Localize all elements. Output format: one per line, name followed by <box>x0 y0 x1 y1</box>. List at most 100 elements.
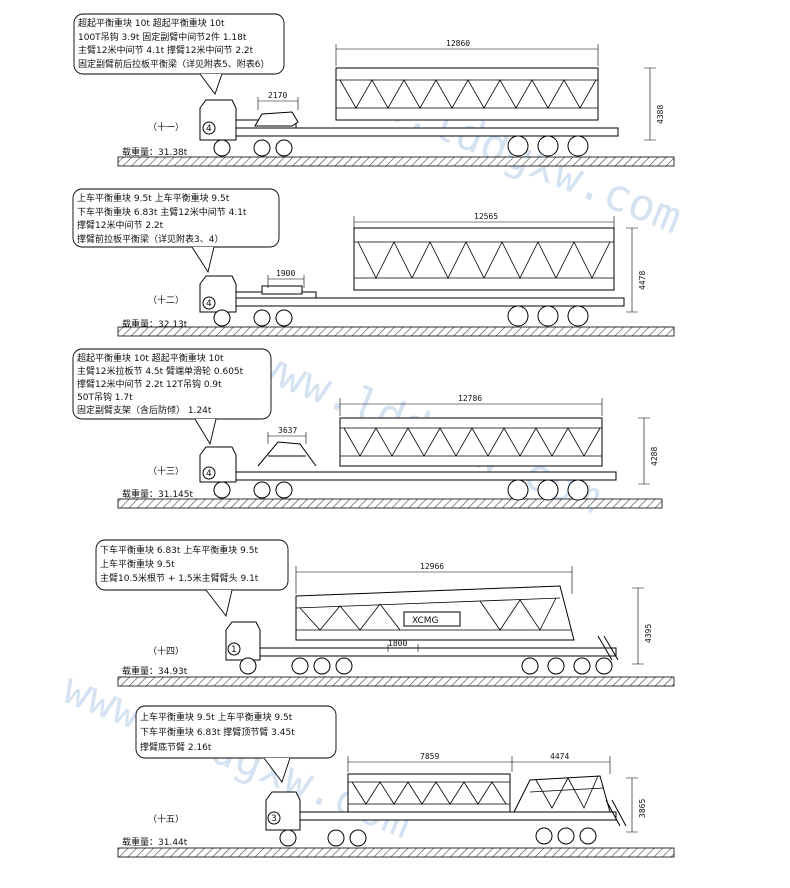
trailer-deck <box>235 471 617 481</box>
cab-number: 4 <box>206 124 212 134</box>
note-pointer <box>263 757 291 783</box>
dimension-height: 4478 <box>638 271 647 290</box>
load-weight: 载重量：31.145t <box>122 488 193 500</box>
dimension-lines <box>347 756 638 833</box>
panel-label: （十三） <box>148 465 184 477</box>
note-line: 下车平衡重块 6.83t 上车平衡重块 9.5t <box>100 544 258 556</box>
ground-strip <box>117 498 663 509</box>
note-pointer <box>191 246 215 274</box>
panel-14: 下车平衡重块 6.83t 上车平衡重块 9.5t 上车平衡重块 9.5t 主臂1… <box>95 539 675 687</box>
dimension-length: 7859 <box>420 752 439 761</box>
note-box <box>72 348 272 420</box>
load-weight: 载重量：34.93t <box>122 665 188 677</box>
note-line: 超起平衡重块 10t 超起平衡重块 10t <box>77 352 224 364</box>
dimension-length: 12860 <box>446 39 470 48</box>
wheels <box>279 827 597 847</box>
ground-strip <box>117 156 675 167</box>
dimension-length: 12786 <box>458 394 482 403</box>
note-box <box>95 539 289 591</box>
note-line: 撑臂12米中间节 2.2t <box>77 219 164 231</box>
dimension-lines <box>257 44 656 141</box>
lattice-boom <box>353 227 615 291</box>
panel-label: （十一） <box>148 121 184 133</box>
cargo-block <box>261 285 303 295</box>
ground-strip <box>117 847 675 858</box>
panel-12: 上车平衡重块 9.5t 上车平衡重块 9.5t 下车平衡重块 6.83t 主臂1… <box>72 188 675 337</box>
trailer-deck <box>235 127 619 137</box>
dimension-height: 4395 <box>644 624 653 643</box>
panel-11: 超起平衡重块 10t 超起平衡重块 10t 100T吊钩 3.9t 固定副臂中间… <box>73 13 675 167</box>
trailer-deck <box>299 811 617 821</box>
panel-13: 超起平衡重块 10t 超起平衡重块 10t 主臂12米拉板节 4.5t 臂端单滑… <box>72 348 663 509</box>
cab-number: 4 <box>206 299 212 309</box>
truck-cab <box>199 99 237 141</box>
cab-number-badge <box>202 121 216 135</box>
note-line: 撑臂前拉板平衡梁（详见附表3、4） <box>77 233 223 245</box>
cab-number-badge <box>227 642 241 656</box>
load-weight: 载重量：31.44t <box>122 836 188 848</box>
note-line: 主臂10.5米根节 + 1.5米主臂臂头 9.1t <box>100 572 259 584</box>
boom-lattice <box>354 241 614 279</box>
trailer-deck <box>259 647 617 657</box>
note-line: 固定副臂前后拉板平衡梁（详见附表5、附表6） <box>78 58 269 70</box>
note-pointer <box>194 418 217 446</box>
note-line: 上车平衡重块 9.5t 上车平衡重块 9.5t <box>140 711 293 723</box>
note-line: 撑臂底节臂 2.16t <box>140 741 212 753</box>
cab-number: 4 <box>206 469 212 479</box>
cab-number-badge <box>202 466 216 480</box>
dimension-height: 3865 <box>638 799 647 818</box>
note-line: 下车平衡重块 6.83t 撑臂顶节臂 3.45t <box>140 726 295 738</box>
dimension-small: 3637 <box>278 426 297 435</box>
cab-number: 3 <box>271 814 277 824</box>
note-box <box>73 13 285 75</box>
dimension-lines <box>267 398 650 485</box>
note-box <box>135 705 337 759</box>
dimension-length-2: 4474 <box>550 752 569 761</box>
boom-head-lattice <box>529 775 605 809</box>
cab-number-badge <box>267 811 281 825</box>
load-weight: 载重量：31.38t <box>122 146 188 158</box>
boom-lattice <box>348 781 510 805</box>
ramp <box>605 799 627 827</box>
boom-lattice <box>295 597 572 631</box>
note-pointer <box>205 589 233 618</box>
lattice-boom <box>339 417 603 467</box>
note-line: 上车平衡重块 9.5t <box>100 558 175 570</box>
dimension-small: 2170 <box>268 91 287 100</box>
note-line: 主臂12米拉板节 4.5t 臂端单滑轮 0.605t <box>77 365 244 377</box>
panel-label: （十五） <box>148 813 184 825</box>
note-line: 上车平衡重块 9.5t 上车平衡重块 9.5t <box>77 192 230 204</box>
trailer-deck <box>235 297 625 307</box>
wheels <box>213 305 589 327</box>
lattice-boom <box>347 773 511 813</box>
dimension-lines <box>267 216 638 313</box>
lattice-boom <box>335 67 599 121</box>
dimension-length: 12966 <box>420 562 444 571</box>
note-line: 100T吊钩 3.9t 固定副臂中间节2件 1.18t <box>78 31 247 43</box>
dimension-lines <box>295 566 644 665</box>
note-line: 主臂12米中间节 4.1t 撑臂12米中间节 2.2t <box>78 44 254 56</box>
boom-lattice <box>336 79 598 109</box>
dimension-length: 12565 <box>474 212 498 221</box>
brand-plate <box>403 611 461 627</box>
cab-number-badge <box>202 296 216 310</box>
truck-cab <box>265 791 301 831</box>
panel-15: 上车平衡重块 9.5t 上车平衡重块 9.5t 下车平衡重块 6.83t 撑臂顶… <box>117 705 675 858</box>
note-line: 撑臂12米中间节 2.2t 12T吊钩 0.9t <box>77 378 222 390</box>
dimension-height: 4288 <box>650 447 659 466</box>
wheels <box>213 479 589 501</box>
brand-label: XCMG <box>412 616 439 626</box>
dimension-small: 1800 <box>388 639 407 648</box>
panel-label: （十四） <box>148 645 184 657</box>
note-line: 50T吊钩 1.7t <box>77 391 133 403</box>
cab-number: 1 <box>231 645 237 655</box>
ground-strip <box>117 676 675 687</box>
note-line: 超起平衡重块 10t 超起平衡重块 10t <box>78 17 225 29</box>
boom-lattice <box>340 427 602 457</box>
ramp <box>597 635 619 661</box>
note-pointer <box>199 73 223 95</box>
wheels <box>213 135 589 157</box>
dimension-height: 4388 <box>656 105 665 124</box>
cargo-frame <box>257 441 317 467</box>
